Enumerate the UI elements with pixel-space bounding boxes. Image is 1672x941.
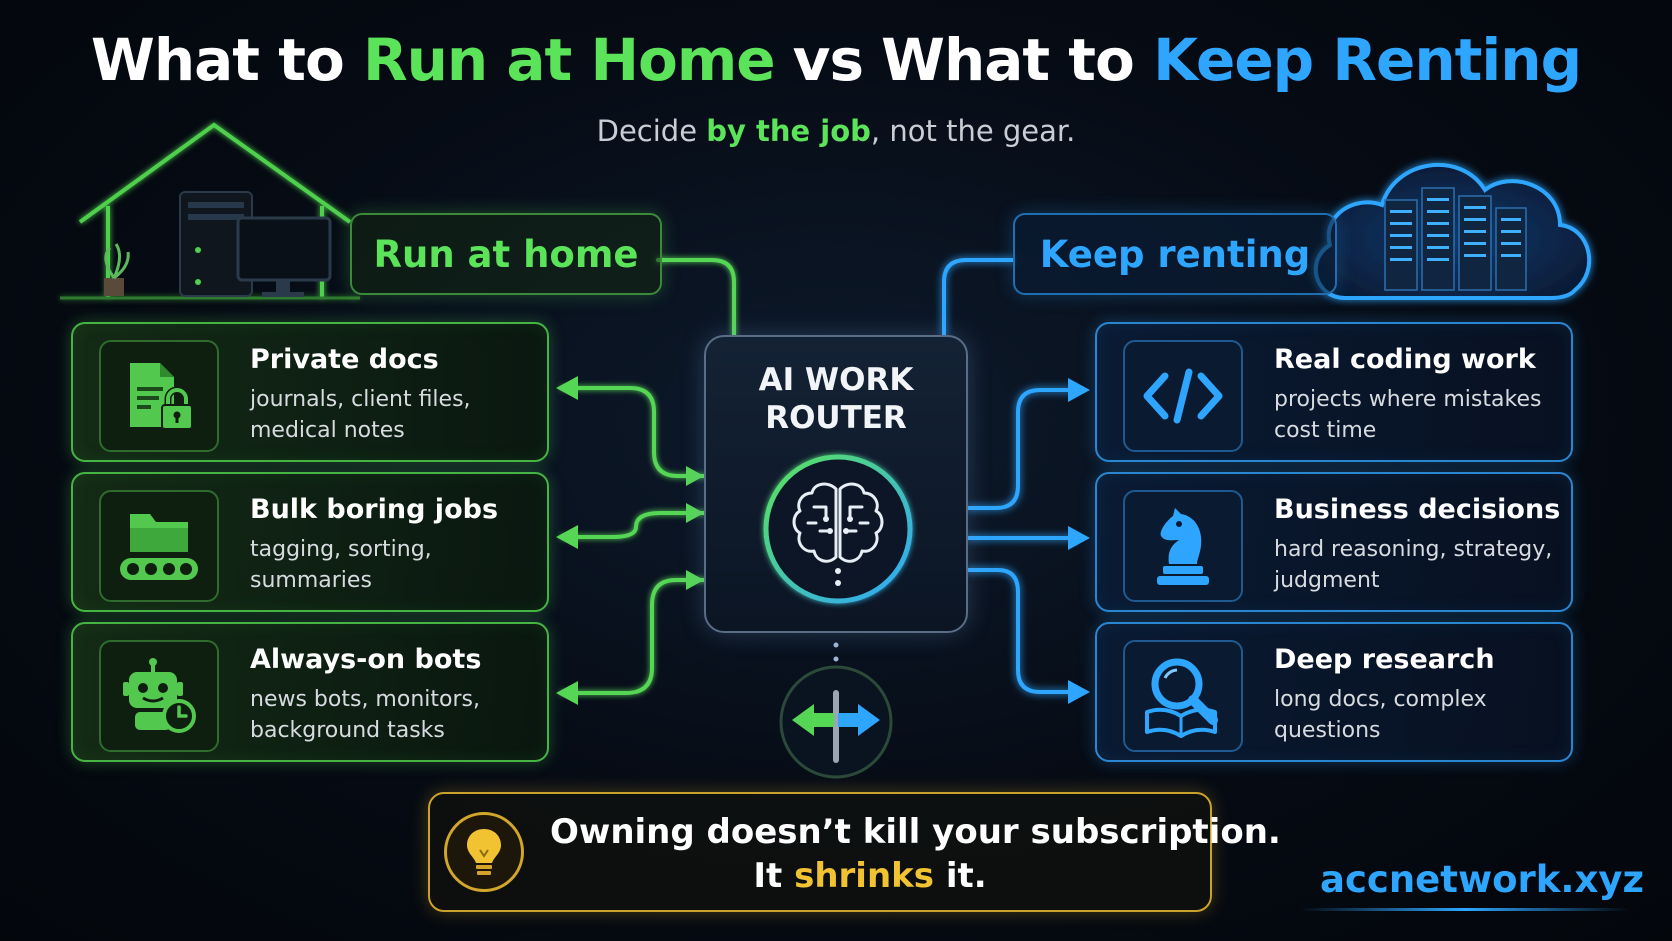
keep-renting-label: Keep renting <box>1013 213 1337 295</box>
card-title: Always-on bots <box>250 644 482 675</box>
card-description: news bots, monitors, background tasks <box>250 687 480 743</box>
chess-knight-icon <box>1123 490 1243 602</box>
site-url[interactable]: accnetwork.xyz <box>1320 858 1644 901</box>
code-brackets-icon <box>1123 340 1243 452</box>
brain-circuit-icon <box>763 454 913 604</box>
run-at-home-label: Run at home <box>350 213 662 295</box>
split-arrows-icon <box>779 665 893 779</box>
site-underline <box>1300 908 1630 911</box>
home-card-bulk-jobs: Bulk boring jobs tagging, sorting, summa… <box>71 472 549 612</box>
rent-card-coding: Real coding work projects where mistakes… <box>1095 322 1573 462</box>
ai-work-router: AI WORK ROUTER <box>704 335 968 633</box>
router-title: AI WORK ROUTER <box>758 362 914 436</box>
callout-line-1: Owning doesn’t kill your subscription. <box>550 812 1281 852</box>
bottom-callout: Owning doesn’t kill your subscription. I… <box>428 792 1281 912</box>
home-card-always-on-bots: Always-on bots news bots, monitors, back… <box>71 622 549 762</box>
home-card-private-docs: Private docs journals, client files, med… <box>71 322 549 462</box>
card-title: Private docs <box>250 344 439 375</box>
card-title: Bulk boring jobs <box>250 494 499 525</box>
card-description: tagging, sorting, summaries <box>250 537 432 593</box>
card-description: hard reasoning, strategy, judgment <box>1274 537 1553 593</box>
folder-conveyor-icon <box>99 490 219 602</box>
card-title: Deep research <box>1274 644 1495 675</box>
rent-card-research: Deep research long docs, complex questio… <box>1095 622 1573 762</box>
card-title: Real coding work <box>1274 344 1536 375</box>
card-title: Business decisions <box>1274 494 1561 525</box>
locked-document-icon <box>99 340 219 452</box>
robot-clock-icon <box>99 640 219 752</box>
card-description: long docs, complex questions <box>1274 687 1487 743</box>
card-description: journals, client files, medical notes <box>250 387 471 443</box>
page-subtitle: Decide by the job, not the gear. <box>596 114 1076 148</box>
card-description: projects where mistakes cost time <box>1274 387 1542 443</box>
magnifier-book-icon <box>1123 640 1243 752</box>
rent-card-business: Business decisions hard reasoning, strat… <box>1095 472 1573 612</box>
callout-line-2: It shrinks it. <box>753 856 987 896</box>
lightbulb-icon <box>444 812 524 892</box>
